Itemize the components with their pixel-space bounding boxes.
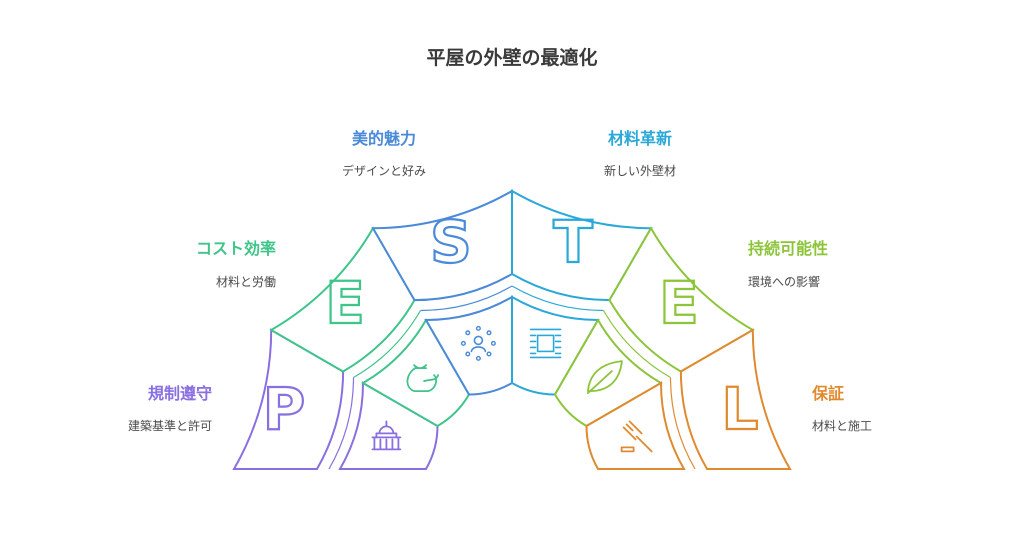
label-heading: 材料革新 [608,129,672,148]
ring-arc [511,285,604,312]
label-heading: 持続可能性 [748,239,828,258]
segment-letter: L [722,375,759,443]
label-heading: コスト効率 [196,239,276,258]
label-sub: デザインと好み [342,163,426,178]
page-title: 平屋の外壁の最適化 [426,46,597,69]
segment-icons [371,325,653,453]
gavel-icon [620,420,653,453]
label-sub: 建築基準と許可 [128,418,212,433]
label-sub: 新しい外壁材 [604,163,676,178]
label-sub: 材料と施工 [812,419,872,433]
ring-arc [602,310,671,379]
label-cost: コスト効率 材料と労働 [196,239,276,289]
label-sustainability: 持続可能性 環境への影響 [748,239,828,289]
label-regulation: 規制遵守 建築基準と許可 [128,384,212,433]
label-heading: 規制遵守 [148,384,212,403]
label-heading: 保証 [811,384,844,403]
ring-arc [353,310,422,379]
label-warranty: 保証 材料と施工 [811,384,872,433]
user-spark-icon [460,325,496,361]
leaf-icon [587,360,623,395]
label-aesthetic: 美的魅力 デザインと好み [342,129,426,178]
ring-arc [420,285,513,312]
outer-segment [679,328,792,470]
outer-ring [232,189,792,470]
segment-letter: P [263,375,306,443]
money-bag-icon [406,364,440,393]
label-sub: 環境への影響 [748,274,820,289]
ring-arc [328,377,355,470]
government-building-icon [371,420,402,451]
segment-letter: E [659,269,699,337]
label-sub: 材料と労働 [216,275,276,289]
label-heading: 美的魅力 [352,129,416,148]
label-material: 材料革新 新しい外壁材 [604,129,676,178]
segment-letter: T [553,208,593,276]
wall-panel-icon [529,328,562,359]
segment-letter: E [325,269,365,337]
ring-arc [669,377,696,470]
segment-letter: S [430,208,472,276]
